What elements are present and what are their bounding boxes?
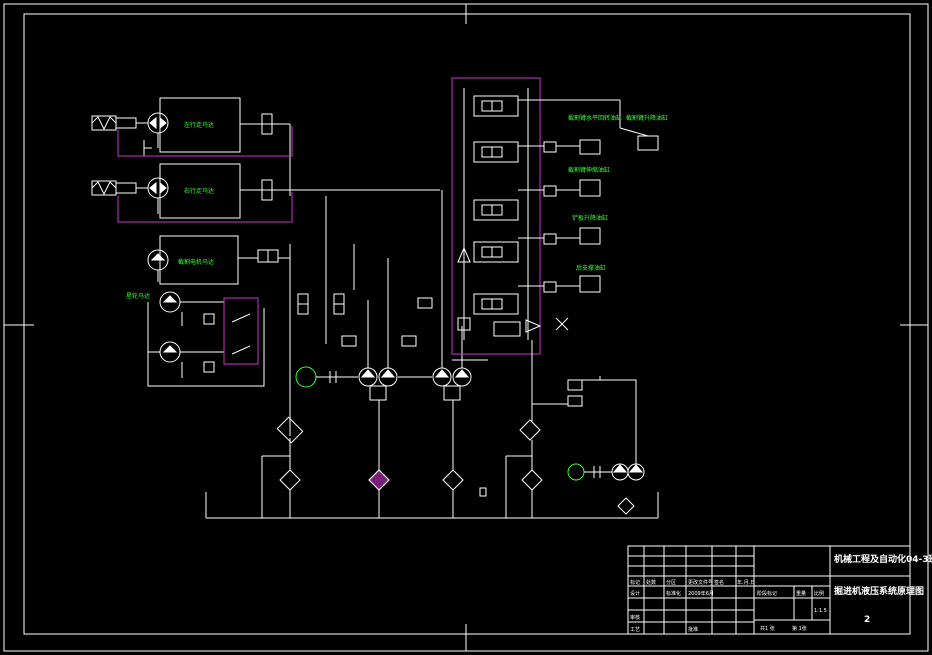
sheet-index: 第 1张 [792, 625, 807, 632]
valve-block-frame [451, 77, 541, 355]
label-right-travel-motor: 右行走马达 [184, 187, 214, 195]
header-label-1: 处数 [646, 579, 656, 586]
row-label-3: 工艺 [630, 627, 640, 633]
label-star-wheel-motor: 星轮马达 [126, 292, 150, 300]
header-label-0: 标记 [630, 579, 640, 586]
row-label-4: 批准 [688, 626, 698, 633]
title-line-1: 机械工程及自动化04-3班 [834, 553, 932, 565]
label-left-travel-motor: 左行走马达 [184, 121, 214, 129]
stage-header-1: 重量 [796, 590, 806, 597]
auxiliary-pump-group [505, 340, 645, 518]
label-cylinder-2: 截割臂升降油缸 [626, 114, 668, 122]
header-label-4: 签名 [714, 579, 724, 586]
left-travel-motor-group [91, 97, 291, 196]
label-cutting-motor: 截割电机马达 [178, 258, 214, 266]
stage-header-2: 比例 [814, 590, 824, 597]
flow-divider-box [223, 297, 259, 365]
row-label-2: 审核 [630, 614, 640, 621]
star-wheel-motor-group [147, 291, 265, 387]
right-travel-accent [117, 192, 293, 223]
right-travel-motor-group [91, 163, 440, 219]
left-travel-accent [117, 126, 293, 157]
label-cylinder-5: 后支撑油缸 [576, 264, 606, 272]
outer-frame [3, 3, 929, 652]
title-line-2: 掘进机液压系统原理图 [834, 585, 924, 597]
sheet-count: 共1 张 [760, 625, 775, 632]
row-label-0: 设计 [630, 590, 640, 597]
header-label-3: 更改文件号 [688, 579, 713, 586]
pump-group [261, 190, 472, 518]
cutting-motor-group [147, 235, 291, 290]
valve-stack [452, 88, 569, 361]
inner-frame [23, 13, 911, 635]
sheet-number: 2 [864, 615, 870, 625]
label-cylinder-1: 截割臂水平回转油缸 [568, 114, 622, 122]
designer-date: 2009年6月 [688, 590, 714, 597]
tank-line [205, 487, 659, 519]
header-label-5: 年.月.日 [737, 579, 755, 586]
cylinder-group [518, 99, 659, 293]
label-cylinder-4: 铲板升降油缸 [572, 214, 608, 222]
label-cylinder-3: 截割臂伸缩油缸 [568, 166, 610, 174]
title-block [627, 545, 911, 635]
header-label-2: 分区 [666, 579, 676, 586]
stage-header-0: 阶段标记 [757, 590, 777, 597]
row-label-1: 标准化 [666, 590, 681, 597]
scale-value: 1:1.5 [814, 608, 827, 614]
